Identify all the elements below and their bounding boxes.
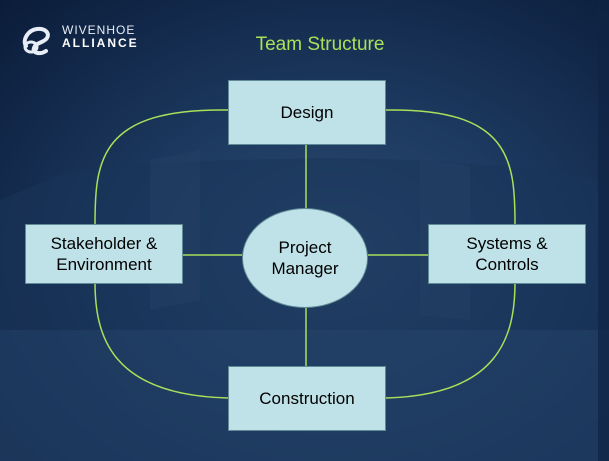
wivenhoe-alliance-logo: WIVENHOE ALLIANCE — [20, 22, 160, 62]
node-construction-label: Construction — [259, 388, 355, 408]
arc-bottom-right — [385, 281, 516, 399]
node-stakeholder-environment: Stakeholder & Environment — [25, 224, 183, 284]
node-design-label: Design — [280, 102, 334, 122]
arc-top-right — [385, 109, 516, 225]
node-stakeholder-label: Stakeholder & Environment — [50, 233, 158, 274]
node-project-manager-label: Project Manager — [271, 237, 339, 278]
slide-title: Team Structure — [255, 34, 385, 55]
node-systems-controls: Systems & Controls — [428, 224, 586, 284]
arc-bottom-left — [94, 281, 229, 399]
logo-line-1: WIVENHOE — [62, 23, 136, 37]
node-systems-label: Systems & Controls — [466, 233, 548, 274]
logo-mark-icon — [22, 26, 50, 56]
logo-line-2: ALLIANCE — [62, 36, 139, 50]
node-construction: Construction — [228, 366, 386, 431]
arc-top-left — [94, 109, 229, 225]
node-design: Design — [228, 80, 386, 145]
node-project-manager: Project Manager — [242, 208, 368, 308]
